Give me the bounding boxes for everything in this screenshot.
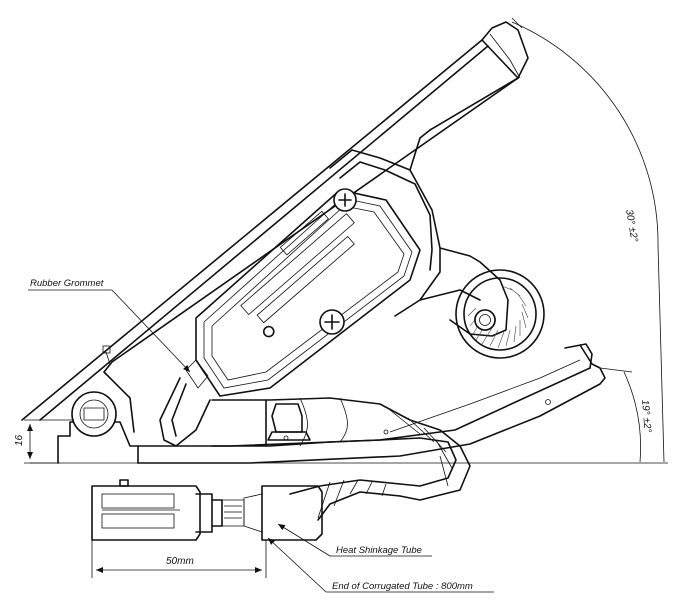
base-angle-value: 19° ±2°: [639, 399, 653, 433]
base-plate: [57, 343, 606, 464]
corrugated-tube-callout: End of Corrugated Tube : 800mm: [332, 581, 473, 592]
pedal-travel-angle-value: 30° ±2°: [623, 209, 640, 243]
pedal-travel-arc-lower: [657, 244, 665, 463]
heat-shrink-callout: Heat Shinkage Tube: [336, 545, 422, 556]
pivot-shaft-icon: [71, 391, 117, 437]
pedal-travel-tick: [511, 17, 523, 29]
height-value: 16: [14, 434, 25, 446]
corrugated-tube-leader: [267, 537, 494, 593]
pedal-travel-arc: [511, 21, 659, 246]
pedal-arm: [21, 21, 529, 433]
heat-shrink-sleeve: [222, 485, 323, 541]
roller-wheel: [455, 269, 545, 359]
height-dimension: [24, 419, 74, 464]
housing-label: [240, 210, 355, 338]
corrugated-tube: [289, 479, 401, 521]
top-screw-icon: [333, 188, 357, 212]
bottom-screw-icon: [319, 309, 345, 335]
heat-shrink-leader: [277, 523, 432, 557]
hinge-bracket: [329, 149, 509, 337]
base-angle-extension: [599, 367, 633, 373]
rubber-grommet-callout: Rubber Grommet: [30, 278, 104, 289]
rubber-grommet-leader: [28, 289, 191, 373]
cable-harness: [159, 377, 471, 501]
connector-length-value: 50mm: [166, 556, 194, 567]
sensor-housing: [185, 188, 421, 397]
angle-dimension-lines: [30, 17, 668, 464]
connector-length-dimension: [91, 540, 267, 578]
connector-plug: [91, 479, 223, 541]
base-angle-arc: [623, 371, 641, 463]
